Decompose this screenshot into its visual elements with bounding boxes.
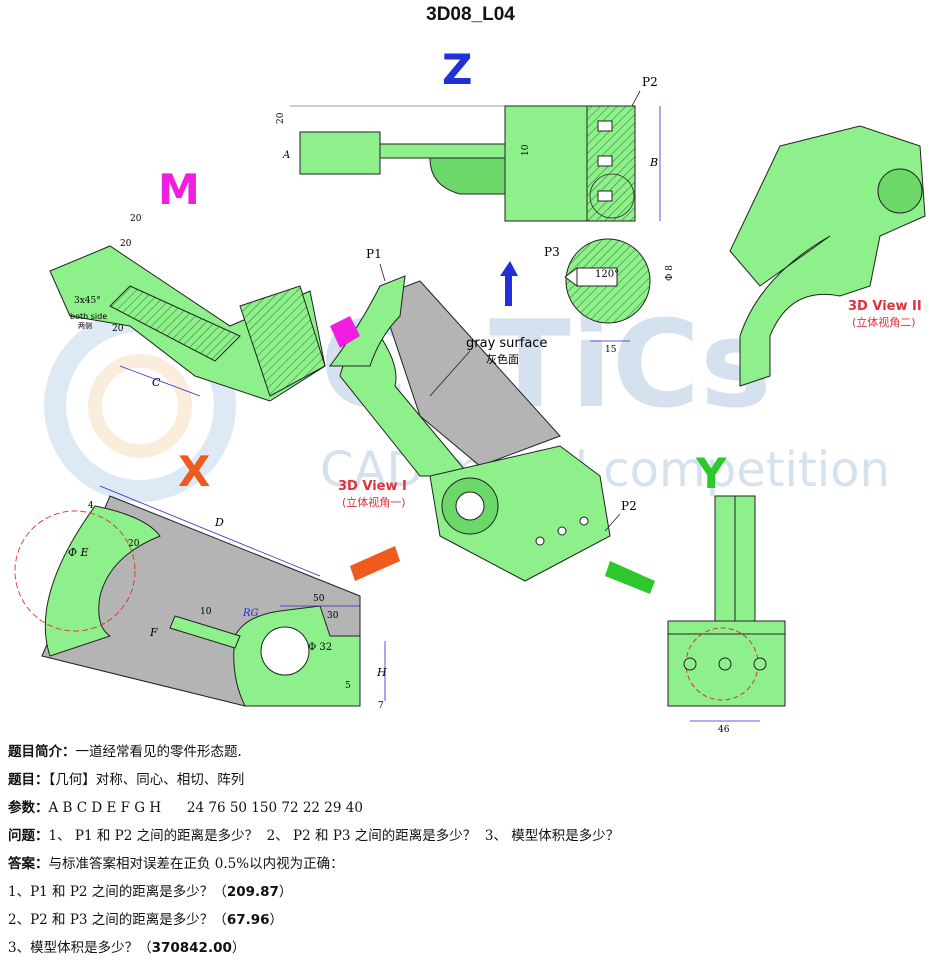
gray-surface-label-cn: 灰色面 bbox=[486, 352, 519, 366]
topic-line: 题目：【几何】对称、同心、相切、阵列 bbox=[8, 772, 245, 788]
answer-2: 2、P2 和 P3 之间的距离是多少？（67.96） bbox=[8, 912, 284, 928]
intro-line: 题目简介：一道经常看见的零件形态题. bbox=[8, 744, 242, 760]
p3-detail: P3 120° Φ 8 15 bbox=[544, 238, 675, 355]
svg-text:20: 20 bbox=[112, 324, 124, 334]
svg-text:46: 46 bbox=[718, 725, 730, 735]
engineering-drawing: CaTiCs CAD model competition Z 20 A 10 B… bbox=[14, 45, 926, 735]
params-line: 参数：A B C D E F G H 24 76 50 150 72 22 29… bbox=[8, 800, 363, 816]
svg-text:20: 20 bbox=[130, 214, 142, 224]
svg-text:10: 10 bbox=[200, 607, 212, 617]
z-direction-arrow bbox=[500, 261, 518, 306]
3d-view-2: 3D View II (立体视角二) bbox=[729, 125, 926, 387]
svg-text:C: C bbox=[152, 376, 161, 389]
view-label-z: Z bbox=[442, 45, 472, 94]
svg-text:B: B bbox=[649, 156, 658, 169]
svg-text:A: A bbox=[282, 150, 290, 161]
svg-text:3x45°: 3x45° bbox=[74, 296, 101, 306]
svg-text:20: 20 bbox=[128, 539, 140, 549]
svg-text:Φ 8: Φ 8 bbox=[665, 265, 675, 281]
z-view: 20 A 10 B P2 bbox=[276, 75, 661, 222]
view2-label-cn: (立体视角二) bbox=[852, 315, 916, 329]
answer-1: 1、P1 和 P2 之间的距离是多少？（209.87） bbox=[8, 884, 293, 900]
view-label-y: Y bbox=[695, 449, 727, 498]
view2-label: 3D View II bbox=[848, 299, 922, 314]
answer-3: 3、模型体积是多少？（370842.00） bbox=[8, 940, 246, 956]
svg-text:RG: RG bbox=[242, 608, 259, 619]
svg-text:H: H bbox=[376, 666, 387, 679]
svg-text:F: F bbox=[149, 626, 158, 639]
label-p2-3d: P2 bbox=[621, 499, 637, 513]
3d-view-1: P1 gray surface 灰色面 P2 3D View I (立体视角一) bbox=[329, 247, 655, 594]
y-view: 46 bbox=[667, 495, 786, 735]
answer-note-line: 答案：与标准答案相对误差在正负 0.5%以内视为正确： bbox=[8, 856, 344, 872]
view1-label: 3D View I bbox=[338, 479, 407, 494]
svg-text:50: 50 bbox=[313, 594, 325, 604]
svg-text:10: 10 bbox=[521, 144, 531, 156]
svg-text:15: 15 bbox=[605, 345, 617, 355]
view-label-m: M bbox=[158, 165, 200, 214]
gray-surface-label: gray surface bbox=[466, 336, 547, 351]
svg-text:4: 4 bbox=[88, 501, 94, 511]
svg-text:120°: 120° bbox=[595, 269, 619, 280]
label-p1: P1 bbox=[366, 247, 382, 261]
m-direction-arrow bbox=[330, 316, 360, 348]
y-direction-arrow bbox=[605, 561, 655, 594]
questions-line: 问题：1、 P1 和 P2 之间的距离是多少？ 2、 P2 和 P3 之间的距离… bbox=[8, 828, 620, 844]
label-p3: P3 bbox=[544, 245, 560, 259]
view1-label-cn: (立体视角一) bbox=[342, 495, 406, 509]
view-label-x: X bbox=[178, 447, 210, 496]
svg-text:Φ 32: Φ 32 bbox=[308, 642, 332, 653]
label-p2-top: P2 bbox=[642, 75, 658, 89]
svg-text:7: 7 bbox=[378, 701, 384, 711]
svg-text:20: 20 bbox=[276, 112, 286, 124]
svg-text:两侧: 两侧 bbox=[78, 321, 92, 330]
svg-text:20: 20 bbox=[120, 239, 132, 249]
x-view: D Φ E 20 4 F 10 RG 50 30 Φ 32 H 5 7 bbox=[14, 485, 387, 711]
svg-text:30: 30 bbox=[327, 611, 339, 621]
svg-text:both side: both side bbox=[70, 312, 107, 321]
svg-text:D: D bbox=[214, 516, 224, 529]
x-direction-arrow bbox=[350, 546, 400, 581]
svg-text:5: 5 bbox=[345, 681, 351, 691]
page-title: 3D08_L04 bbox=[426, 4, 515, 25]
svg-text:Φ E: Φ E bbox=[68, 546, 89, 559]
m-view: 20 20 3x45° both side 两侧 20 C bbox=[49, 214, 326, 402]
